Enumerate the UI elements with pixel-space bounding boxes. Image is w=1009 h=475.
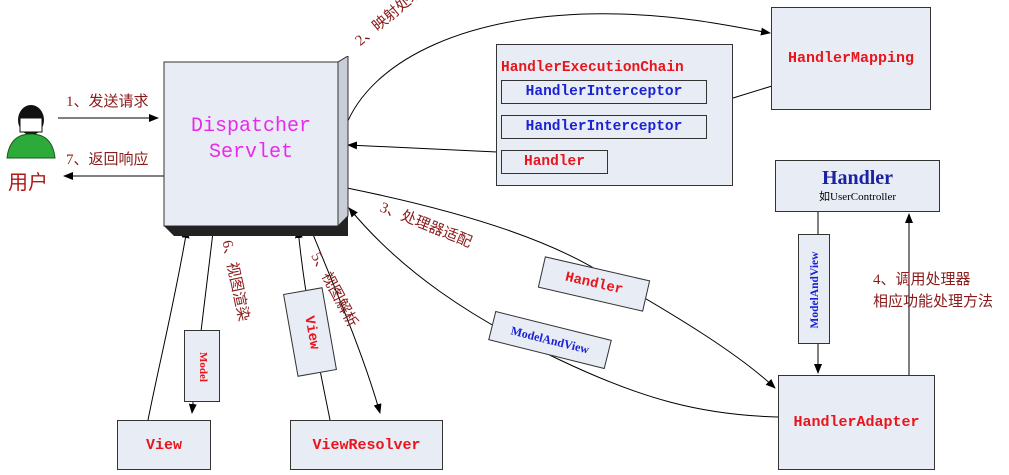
interceptor-box-1: HandlerInterceptor xyxy=(501,80,707,104)
handler-subtitle: 如UserController xyxy=(819,191,896,203)
user-label: 用户 xyxy=(8,172,48,194)
chain-handler-label: Handler xyxy=(524,154,585,170)
dispatcher-servlet: Dispatcher Servlet xyxy=(164,110,338,170)
handler-mapping-label: HandlerMapping xyxy=(787,50,915,67)
model-vertical-label: Model xyxy=(197,352,209,382)
step-4-label-line2: 相应功能处理方法 xyxy=(873,294,994,310)
handler-tag-label: Handler xyxy=(563,269,625,299)
line-mapping-to-chain xyxy=(732,85,773,99)
chain-handler-box: Handler xyxy=(501,150,608,174)
view-box: View xyxy=(117,420,211,470)
model-and-view-vertical-tag: ModelAndView xyxy=(798,234,830,344)
arrow-chain-to-dispatcher xyxy=(347,141,498,153)
user-icon xyxy=(6,105,56,159)
interceptor-box-2: HandlerInterceptor xyxy=(501,115,707,139)
interceptor-label-1: HandlerInterceptor xyxy=(525,84,683,100)
view-resolver-label: ViewResolver xyxy=(312,436,421,454)
handler-box: Handler 如UserController xyxy=(775,160,940,212)
dispatcher-line2: Servlet xyxy=(208,141,293,164)
arrow-view-resolve xyxy=(311,231,382,414)
handler-mapping-box: HandlerMapping xyxy=(771,7,931,110)
model-and-view-vertical-label: ModelAndView xyxy=(809,251,821,329)
handler-title: Handler xyxy=(821,167,894,189)
handler-adapter-box: HandlerAdapter xyxy=(778,375,935,470)
view-label: View xyxy=(145,436,182,454)
view-vertical-label: View xyxy=(300,314,322,351)
chain-title: HandlerExecutionChain xyxy=(501,60,684,76)
arrow-model-and-view-return xyxy=(348,207,779,418)
step-4-label-line1: 4、调用处理器 xyxy=(873,272,971,288)
arrow-view-back xyxy=(147,228,190,421)
view-resolver-box: ViewResolver xyxy=(290,420,443,470)
step-7-label: 7、返回响应 xyxy=(66,152,149,168)
dispatcher-line1: Dispatcher xyxy=(190,115,312,138)
handler-adapter-label: HandlerAdapter xyxy=(793,414,920,431)
arrow-map-handler xyxy=(344,13,771,129)
step-1-label: 1、发送请求 xyxy=(66,94,149,110)
model-vertical-tag: Model xyxy=(184,330,220,402)
interceptor-label-2: HandlerInterceptor xyxy=(525,119,683,135)
dispatcher-box-frame xyxy=(163,56,349,236)
